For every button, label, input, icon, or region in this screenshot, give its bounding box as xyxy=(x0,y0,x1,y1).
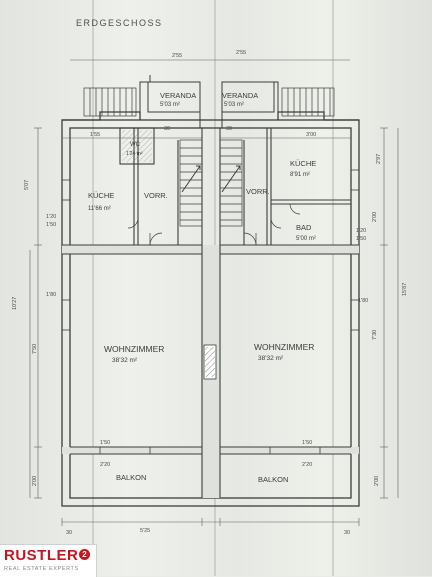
vorr-left-label: VORR. xyxy=(144,191,168,200)
dim-balk-r-b: 2'20 xyxy=(302,462,312,468)
paper-fold xyxy=(332,0,334,576)
dim-balk-r-a: 1'50 xyxy=(302,440,312,446)
dim-right-1: 2'97 xyxy=(376,154,382,164)
vorr-right-label: VORR. xyxy=(246,187,270,196)
kueche-left-area: 11'66 m² xyxy=(88,206,111,212)
dim-top-r1: 3'00 xyxy=(306,132,316,138)
dim-d-2: 1'50 xyxy=(356,236,366,242)
doors xyxy=(127,203,301,246)
veranda-right-area: 5'03 m² xyxy=(224,102,244,108)
dim-d-1: 1'20 xyxy=(356,228,366,234)
dim-right-4: 7'30 xyxy=(372,330,378,340)
dim-left-6: 2'00 xyxy=(32,476,38,486)
dim-bottom-left: 5'25 xyxy=(140,528,150,534)
wohnzimmer-left-area: 38'32 m² xyxy=(112,357,138,364)
dim-right-total: 15'87 xyxy=(402,283,408,296)
balkon-left-label: BALKON xyxy=(116,473,146,482)
center-shaft xyxy=(203,344,217,380)
dim-bottom-30b: 30 xyxy=(344,530,350,536)
kueche-right-label: KÜCHE xyxy=(290,159,316,168)
dim-balk-l-a: 1'50 xyxy=(100,440,110,446)
wc-area: 1'24 m² xyxy=(126,151,143,157)
dim-left-3: 1'50 xyxy=(46,222,56,228)
dim-top-left: 2'55 xyxy=(172,53,182,59)
dim-left-total: 10'27 xyxy=(12,297,18,310)
dim-left-4: 1'80 xyxy=(46,292,56,298)
brand-mark-icon: 2 xyxy=(79,549,90,560)
balkon-right-label: BALKON xyxy=(258,475,288,484)
exterior-steps-right xyxy=(281,87,335,117)
exterior-steps-left xyxy=(83,87,137,117)
dim-left-5: 7'50 xyxy=(32,344,38,354)
bad-area: 5'00 m² xyxy=(296,236,316,242)
veranda-right-label: VERANDA xyxy=(222,91,258,100)
veranda-right xyxy=(221,81,279,128)
windows xyxy=(62,169,359,454)
dim-mid-r: 30 xyxy=(226,126,232,132)
dim-balk-l-b: 2'20 xyxy=(100,462,110,468)
dim-right-2: 2'00 xyxy=(372,212,378,222)
dim-bottom-30a: 30 xyxy=(66,530,72,536)
paper-fold xyxy=(92,0,94,576)
dim-left-2: 1'20 xyxy=(46,214,56,220)
veranda-left xyxy=(139,75,201,128)
dimension-labels: 2'55 2'55 1'55 3'00 30 30 5'07 1'20 1'50… xyxy=(12,50,408,536)
kueche-right-area: 8'91 m² xyxy=(290,172,310,178)
wc-hatch xyxy=(122,130,152,162)
veranda-left-label: VERANDA xyxy=(160,91,196,100)
bad-label: BAD xyxy=(296,223,312,232)
dim-left-1: 5'07 xyxy=(24,180,30,190)
kueche-left-label: KÜCHE xyxy=(88,191,114,200)
brand-name: RUSTLER xyxy=(4,547,79,564)
interior-stairs xyxy=(179,139,243,227)
wohnzimmer-right-area: 38'32 m² xyxy=(258,355,284,362)
brand-logo: RUSTLER 2 REAL ESTATE EXPERTS xyxy=(0,544,97,577)
dim-mid-l: 30 xyxy=(164,126,170,132)
brand-subtitle: REAL ESTATE EXPERTS xyxy=(4,566,79,572)
dim-top-l1: 1'55 xyxy=(90,132,100,138)
dim-right-5: 2'00 xyxy=(374,476,380,486)
wohnzimmer-right-label: WOHNZIMMER xyxy=(254,342,314,352)
wohnzimmer-left-label: WOHNZIMMER xyxy=(104,344,164,354)
veranda-left-area: 5'03 m² xyxy=(160,102,180,108)
dimension-lines xyxy=(29,59,399,526)
floor-title: ERDGESCHOSS xyxy=(76,18,163,28)
room-labels: VERANDA 5'03 m² VERANDA 5'03 m² KÜCHE 11… xyxy=(88,91,316,484)
wc-label: WC xyxy=(130,142,141,148)
dim-top-right: 2'55 xyxy=(236,50,246,56)
dim-right-3: 1'80 xyxy=(358,298,368,304)
